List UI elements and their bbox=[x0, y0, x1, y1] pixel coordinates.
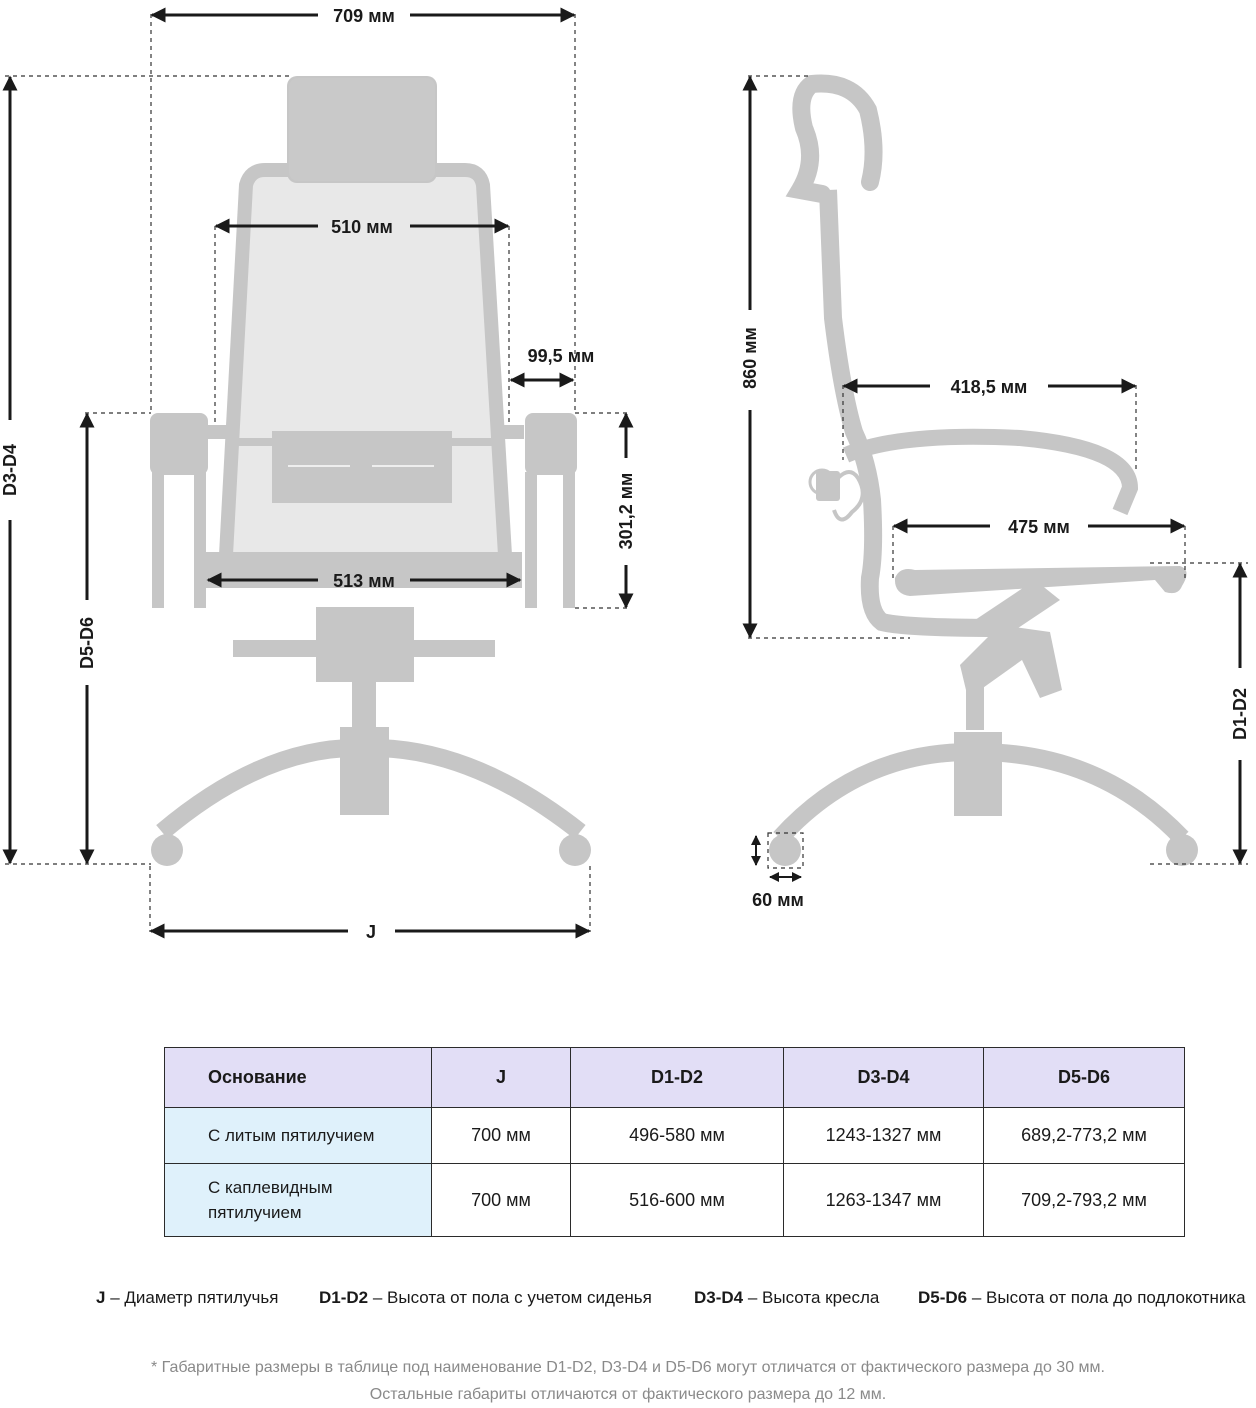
legend-desc: – Высота от пола с учетом сиденья bbox=[368, 1288, 652, 1307]
base-name-line2: пятилучием bbox=[208, 1203, 302, 1222]
chair-dimensions-drawing: 709 мм 510 мм 99,5 мм 301,2 мм 513 мм D3… bbox=[0, 6, 1250, 942]
table-header-j: J bbox=[431, 1047, 571, 1108]
dim-base-j: J bbox=[366, 922, 376, 942]
dim-armrest-width: 99,5 мм bbox=[528, 346, 595, 366]
legend-key: D1-D2 bbox=[319, 1288, 369, 1307]
table-cell-j: 700 мм bbox=[431, 1163, 571, 1237]
table-row: С литым пятилучием 700 мм 496-580 мм 124… bbox=[164, 1107, 1185, 1164]
legend-key: J bbox=[96, 1288, 106, 1307]
legend-desc: – Диаметр пятилучья bbox=[105, 1288, 279, 1307]
table-cell-d5-d6: 709,2-793,2 мм bbox=[983, 1163, 1185, 1237]
table-row: С каплевидным пятилучием 700 мм 516-600 … bbox=[164, 1163, 1185, 1237]
dim-seat-depth-lower: 475 мм bbox=[1008, 517, 1070, 537]
legend-key: D5-D6 bbox=[918, 1288, 968, 1307]
legend-item-d5-d6: D5-D6 – Высота от пола до подлокотника bbox=[918, 1288, 1246, 1308]
dim-overall-width: 709 мм bbox=[333, 6, 395, 26]
table-header-d5-d6: D5-D6 bbox=[983, 1047, 1185, 1108]
legend-key: D3-D4 bbox=[694, 1288, 744, 1307]
sizes-table: Основание J D1-D2 D3-D4 D5-D6 С литым пя… bbox=[164, 1047, 1185, 1237]
dim-wheel: 60 мм bbox=[752, 890, 804, 910]
legend-item-j: J – Диаметр пятилучья bbox=[96, 1288, 278, 1308]
table-cell-d3-d4: 1263-1347 мм bbox=[783, 1163, 984, 1237]
dim-d5-d6: D5-D6 bbox=[77, 617, 97, 669]
table-cell-d1-d2: 496-580 мм bbox=[570, 1107, 784, 1164]
table-header-base: Основание bbox=[164, 1047, 432, 1108]
dim-d1-d2: D1-D2 bbox=[1230, 688, 1250, 740]
base-name-line1: С каплевидным bbox=[208, 1178, 333, 1197]
footnote-line2: Остальные габариты отличаются от фактиче… bbox=[369, 1386, 887, 1403]
table-cell-j: 700 мм bbox=[431, 1107, 571, 1164]
footnote-line1: * Габаритные размеры в таблице под наиме… bbox=[151, 1359, 1105, 1376]
legend-item-d3-d4: D3-D4 – Высота кресла bbox=[694, 1288, 879, 1308]
table-cell-d1-d2: 516-600 мм bbox=[570, 1163, 784, 1237]
front-view-chair bbox=[150, 76, 591, 866]
table-cell-d3-d4: 1243-1327 мм bbox=[783, 1107, 984, 1164]
legend-desc: – Высота кресла bbox=[743, 1288, 880, 1307]
table-header-row: Основание J D1-D2 D3-D4 D5-D6 bbox=[164, 1047, 1185, 1108]
side-view-chair bbox=[769, 74, 1198, 866]
legend-desc: – Высота от пола до подлокотника bbox=[967, 1288, 1246, 1307]
dim-seat-width: 513 мм bbox=[333, 571, 395, 591]
table-header-d1-d2: D1-D2 bbox=[570, 1047, 784, 1108]
dim-armrest-height: 301,2 мм bbox=[616, 473, 636, 550]
dim-back-height: 860 мм bbox=[740, 327, 760, 389]
table-cell-d5-d6: 689,2-773,2 мм bbox=[983, 1107, 1185, 1164]
table-cell-base: С каплевидным пятилучием bbox=[164, 1163, 432, 1237]
dimension-arrows bbox=[2, 7, 1248, 939]
table-header-d3-d4: D3-D4 bbox=[783, 1047, 984, 1108]
base-name-line1: С литым пятилучием bbox=[208, 1126, 375, 1145]
table-cell-base: С литым пятилучием bbox=[164, 1107, 432, 1164]
extension-lines bbox=[5, 14, 1248, 932]
dim-d3-d4: D3-D4 bbox=[0, 444, 20, 496]
dim-back-width: 510 мм bbox=[331, 217, 393, 237]
legend-item-d1-d2: D1-D2 – Высота от пола с учетом сиденья bbox=[319, 1288, 652, 1308]
dim-seat-depth-upper: 418,5 мм bbox=[951, 377, 1028, 397]
